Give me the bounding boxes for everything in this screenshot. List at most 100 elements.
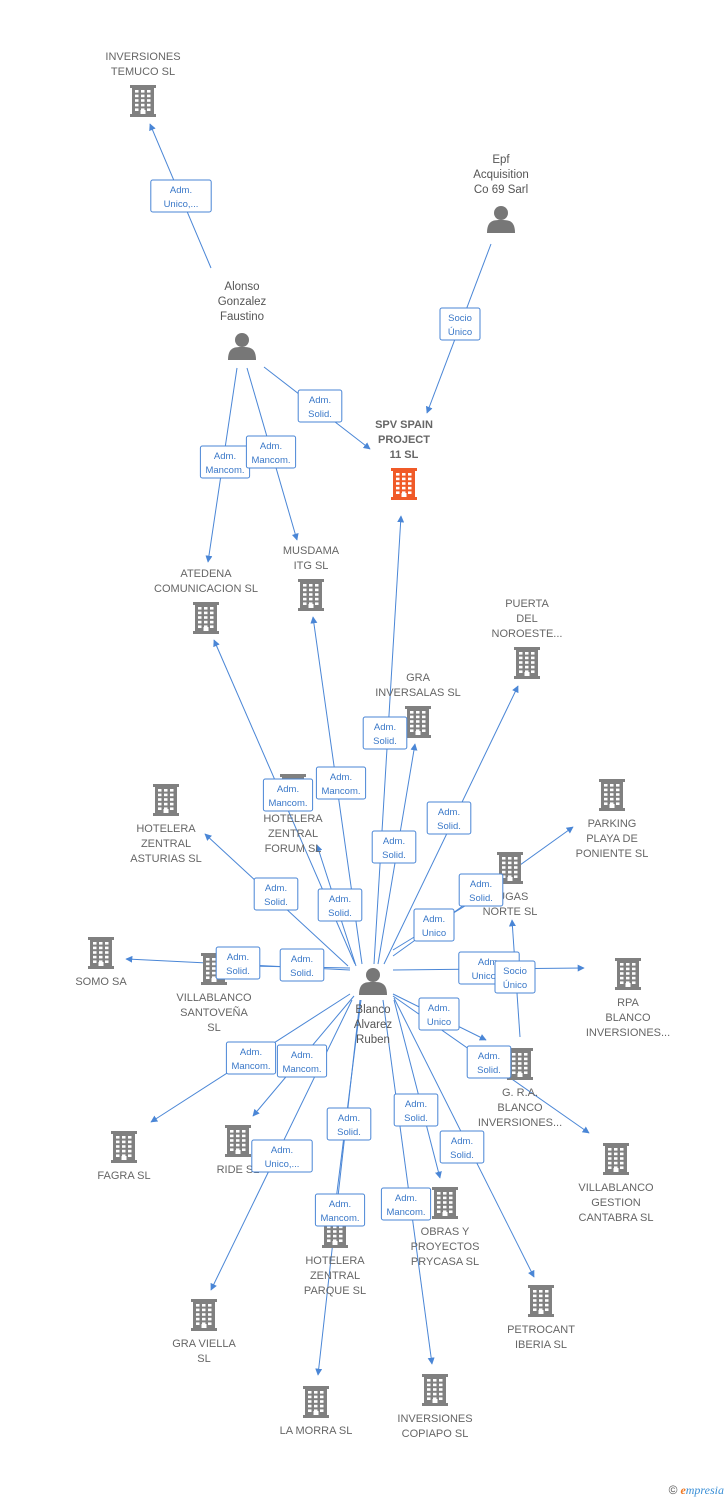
edge-label-box	[262, 778, 314, 812]
edge-label-box	[439, 1130, 485, 1164]
edge-label-box	[362, 716, 408, 750]
edge-label-text: Solid.	[226, 966, 250, 977]
building-icon	[391, 468, 417, 500]
edge-label-blanco-gra_blanco[interactable]: Adm.Unico	[418, 997, 460, 1031]
edge-label-blanco-petrocant[interactable]: Adm.Solid.	[439, 1130, 485, 1164]
edge-label-text: Solid.	[373, 736, 397, 747]
node-label-line: ZENTRAL	[310, 1270, 360, 1282]
edge-label-blanco-musdama[interactable]: Adm.Mancom.	[315, 766, 367, 800]
edge-label-text: Solid.	[290, 968, 314, 979]
edge-label-text: Solid.	[328, 908, 352, 919]
node-ride[interactable]: RIDE SL	[217, 1125, 260, 1176]
edge-label-alonso-spv[interactable]: Adm.Solid.	[297, 389, 343, 423]
edge-label-blanco-prycasa[interactable]: Adm.Solid.	[393, 1093, 439, 1127]
edge-label-box	[215, 946, 261, 980]
node-label-line: SL	[207, 1022, 220, 1034]
node-label-line: PUERTA	[505, 598, 549, 610]
node-copiapo[interactable]: INVERSIONES COPIAPO SL	[397, 1374, 473, 1440]
edge-label-text: Socio	[503, 966, 527, 977]
footer-brand[interactable]: ©empresia	[669, 1483, 724, 1498]
edge-label-text: Adm.	[277, 784, 299, 795]
edge-blanco-copiapo	[382, 999, 435, 1365]
edge-label-blanco-puerta[interactable]: Adm.Solid.	[426, 801, 472, 835]
node-label-line: PROYECTOS	[411, 1241, 480, 1253]
edge-label-blanco-morra[interactable]: Adm.Mancom.	[314, 1193, 366, 1227]
edge-label-blanco-atedena[interactable]: Adm.Mancom.	[262, 778, 314, 812]
edge-label-alonso-musdama[interactable]: Adm.Mancom.	[245, 435, 297, 469]
edge-label-text: Adm.	[329, 1199, 351, 1210]
node-label-line: COPIAPO SL	[402, 1428, 469, 1440]
edge-label-text: Adm.	[291, 1050, 313, 1061]
edge-label-blanco-viella[interactable]: Adm.Unico,...	[251, 1139, 313, 1173]
edge-label-text: Solid.	[404, 1113, 428, 1124]
node-fagra[interactable]: FAGRA SL	[97, 1131, 151, 1182]
node-puerta[interactable]: PUERTADELNOROESTE...	[492, 598, 563, 679]
node-label-line: Ruben	[356, 1034, 390, 1046]
edge-label-blanco-parque[interactable]: Adm.Solid.	[326, 1107, 372, 1141]
node-label-line: PRYCASA SL	[411, 1256, 479, 1268]
node-label-line: PARQUE SL	[304, 1285, 366, 1297]
edge-label-box	[371, 830, 417, 864]
node-morra[interactable]: LA MORRA SL	[280, 1386, 353, 1437]
node-label-line: MUSDAMA	[283, 545, 340, 557]
node-label-line: PARKING	[588, 818, 637, 830]
edge-label-blanco-gra_inv[interactable]: Adm.Solid.	[371, 830, 417, 864]
building-icon	[153, 784, 179, 816]
node-label-line: PETROCANT	[507, 1324, 575, 1336]
edge-label-blanco-fagra[interactable]: Adm.Mancom.	[225, 1041, 277, 1075]
node-label-line: INVERSIONES	[397, 1413, 472, 1425]
node-parque[interactable]: HOTELERA ZENTRAL PARQUE SL	[304, 1216, 366, 1297]
node-label-line: INVERSIONES...	[586, 1027, 670, 1039]
node-label-line: FAGRA SL	[97, 1170, 150, 1182]
node-label-line: Epf	[492, 154, 510, 166]
node-somo[interactable]: SOMO SA	[75, 937, 127, 988]
edge-label-blanco-copiapo[interactable]: Adm.Mancom.	[380, 1187, 432, 1221]
edge-label-alonso-temuco[interactable]: Adm.Unico,...	[150, 179, 212, 213]
node-label-line: FORUM SL	[265, 843, 322, 855]
edge-label-alonso-atedena[interactable]: Adm.Mancom.	[199, 445, 251, 479]
brand-logo: empresia	[680, 1483, 724, 1497]
building-icon	[514, 647, 540, 679]
edge-label-blanco-spv[interactable]: Adm.Solid.	[362, 716, 408, 750]
building-icon	[497, 852, 523, 884]
node-gra_blanco[interactable]: G. R.A.BLANCOINVERSIONES...	[478, 1048, 562, 1129]
edge-label-blanco-cantabra[interactable]: Adm.Solid.	[466, 1045, 512, 1079]
edge-label-blanco-ride[interactable]: Adm.Mancom.	[276, 1044, 328, 1078]
edge-label-blanco-jugas[interactable]: Adm. Unico	[413, 908, 455, 942]
edge-label-box	[413, 908, 455, 942]
edge-label-box	[393, 1093, 439, 1127]
node-label-line: HOTELERA	[305, 1255, 365, 1267]
edge-label-text: Unico	[422, 928, 446, 939]
node-rpa[interactable]: RPABLANCOINVERSIONES...	[586, 958, 670, 1039]
edge-label-blanco-parking[interactable]: Adm.Solid.	[458, 873, 504, 907]
edge-label-box	[225, 1041, 277, 1075]
edge-label-text: Adm.	[451, 1136, 473, 1147]
edge-label-text: Mancom.	[321, 786, 360, 797]
edge-label-text: Mancom.	[205, 465, 244, 476]
edge-label-text: Adm.	[260, 441, 282, 452]
node-label-line: ZENTRAL	[268, 828, 318, 840]
node-label-line: INVERSIONES	[105, 51, 180, 63]
edge-label-blanco-forum[interactable]: Adm.Solid.	[317, 888, 363, 922]
edge-label-text: Adm.	[423, 914, 445, 925]
edge-label-blanco-santovena[interactable]: Adm.Solid.	[279, 948, 325, 982]
edge-label-blanco-asturias[interactable]: Adm.Solid.	[253, 877, 299, 911]
edge-label-blanco-somo[interactable]: Adm.Solid.	[215, 946, 261, 980]
